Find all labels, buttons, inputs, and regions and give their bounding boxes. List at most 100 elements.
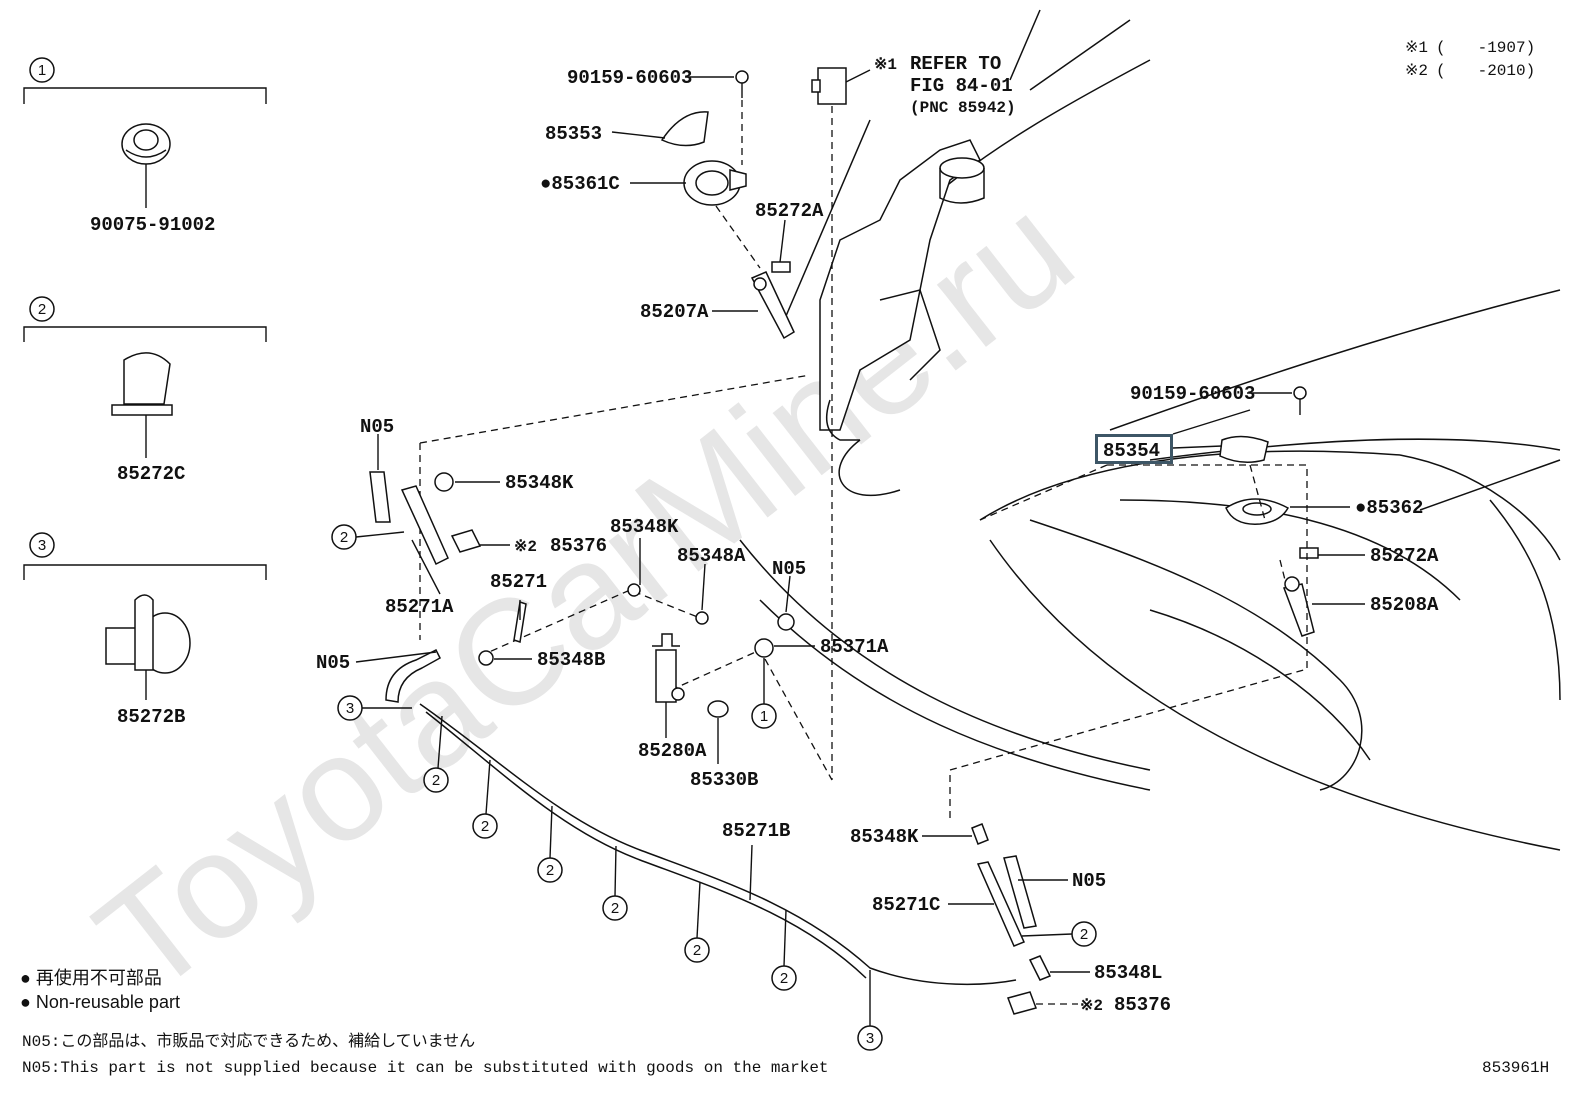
part-label-85348k-a: 85348K <box>505 472 574 494</box>
part-label-85348a: 85348A <box>677 545 746 567</box>
svg-text:2: 2 <box>38 301 46 318</box>
svg-text:( -2010): ( -2010) <box>1436 62 1535 80</box>
note-nonreusable-jp: ● 再使用不可部品 <box>20 968 162 988</box>
hose-n05-a-icon <box>369 471 449 566</box>
part-label-85272a-right: 85272A <box>1370 545 1439 567</box>
hose-85271c-icon <box>976 861 1026 947</box>
svg-text:2: 2 <box>611 900 619 917</box>
hose-85271b-icon <box>419 703 1017 986</box>
part-label-85348k-c: 85348K <box>850 826 919 848</box>
part-label-85362: ●85362 <box>1355 497 1423 519</box>
cap-85361c-icon <box>683 160 747 206</box>
callout-2: 2 <box>331 524 357 550</box>
highlighted-part-box[interactable] <box>1095 434 1173 464</box>
refer-line2: FIG 84-01 <box>910 75 1013 97</box>
date-notes: ※1 ( -1907) ※2 ( -2010) <box>1405 39 1535 80</box>
part-label-85280a: 85280A <box>638 740 707 762</box>
part-label-85353: 85353 <box>545 123 602 145</box>
svg-text:2: 2 <box>1080 926 1088 943</box>
watermark-text: ToyotaCarMine.ru <box>66 164 1102 1025</box>
part-label-90159-60603-right: 90159-60603 <box>1130 383 1255 405</box>
svg-text:2: 2 <box>481 818 489 835</box>
legend-group-1: 1 90075-91002 <box>23 57 267 236</box>
bolt-icon <box>735 70 749 98</box>
grommet-85330b-icon <box>707 700 729 718</box>
part-label-85271a: 85271A <box>385 596 454 618</box>
svg-text:1: 1 <box>38 62 46 79</box>
refer-line3: (PNC 85942) <box>910 99 1016 117</box>
svg-text:2: 2 <box>340 529 348 546</box>
joint-85348l-icon <box>1028 955 1052 981</box>
refer-mark: ※1 <box>874 56 897 74</box>
bracket-clamp-icon <box>105 594 191 674</box>
clip-icon <box>121 123 171 165</box>
figure-code: 853961H <box>1482 1059 1549 1077</box>
joint-85348k-a-icon <box>434 472 454 492</box>
clip-85376-b-icon <box>1007 991 1037 1015</box>
part-label-85208a: 85208A <box>1370 594 1439 616</box>
part-label-90159-60603-top: 90159-60603 <box>567 67 692 89</box>
part-label-85376-b-mark: ※2 <box>1080 997 1103 1015</box>
part-label-85376-b: 85376 <box>1114 994 1171 1016</box>
svg-text:1: 1 <box>760 708 768 725</box>
bracket-85272a-right-icon <box>1299 547 1319 559</box>
nozzle-85207a-icon <box>750 271 795 340</box>
note-n05-jp: N05:この部品は、市販品で対応できるため、補給していません <box>22 1032 475 1051</box>
part-label-85348b: 85348B <box>537 649 605 671</box>
part-label-85361c: ●85361C <box>540 173 620 195</box>
hose-clamp-callouts: 2 2 2 2 2 2 3 <box>423 715 883 1051</box>
grommet-85371a-icon <box>754 638 774 658</box>
joint-85348k-b-icon <box>627 583 641 597</box>
svg-text:2: 2 <box>693 942 701 959</box>
cover-85354-icon <box>1219 435 1269 463</box>
note-nonreusable-en: ● Non-reusable part <box>20 992 180 1012</box>
pump-85280a-icon <box>652 633 685 703</box>
hose-n05-c-icon <box>385 648 441 703</box>
joint-85348k-c-icon <box>971 823 989 845</box>
hose-n05-d-icon <box>1003 855 1037 929</box>
part-label-n05-d: N05 <box>1072 870 1106 892</box>
svg-text:2: 2 <box>780 970 788 987</box>
callout-3: 3 <box>337 695 363 721</box>
part-label-n05-b: N05 <box>772 558 806 580</box>
part-label-n05-c: N05 <box>316 652 350 674</box>
relay-connector-icon <box>811 67 847 105</box>
part-label-85271: 85271 <box>490 571 547 593</box>
svg-text:( -1907): ( -1907) <box>1436 39 1535 57</box>
svg-text:※1: ※1 <box>1405 39 1428 57</box>
svg-text:3: 3 <box>346 700 354 717</box>
part-label-85376-a-text: 85376 <box>550 535 607 557</box>
svg-text:2: 2 <box>432 772 440 789</box>
legend-group-3: 3 85272B <box>23 532 267 728</box>
part-label-85271b: 85271B <box>722 820 790 842</box>
nozzle-85208a-icon <box>1282 576 1315 637</box>
clip-85376-a-icon <box>450 529 482 553</box>
part-label-85371a: 85371A <box>820 636 889 658</box>
cap-85362-icon <box>1225 498 1290 525</box>
legend-part-label: 85272B <box>117 706 185 728</box>
refer-line1: REFER TO <box>910 53 1001 75</box>
cover-85353-icon <box>660 111 709 147</box>
plug-85348a-icon <box>695 611 709 625</box>
svg-text:2: 2 <box>546 862 554 879</box>
part-label-n05-a: N05 <box>360 416 394 438</box>
callout-1: 1 <box>751 703 777 729</box>
part-label-85207a: 85207A <box>640 301 709 323</box>
bracket-85272a-top-icon <box>771 261 791 273</box>
svg-text:3: 3 <box>38 537 46 554</box>
pipe-85271-icon <box>513 601 527 643</box>
svg-text:※2: ※2 <box>1405 62 1428 80</box>
legend-part-label: 85272C <box>117 463 185 485</box>
part-label-85348k-b: 85348K <box>610 516 679 538</box>
part-label-85348l: 85348L <box>1094 962 1162 984</box>
bolt-icon <box>1293 386 1307 415</box>
legend-group-2: 2 85272C <box>23 296 267 485</box>
part-label-85354: 85354 <box>1103 440 1160 462</box>
joint-85348b-icon <box>478 650 494 666</box>
legend-part-label: 90075-91002 <box>90 214 215 236</box>
svg-text:3: 3 <box>866 1030 874 1047</box>
washer-tank <box>819 139 985 441</box>
note-n05-en: N05:This part is not supplied because it… <box>22 1059 829 1077</box>
part-label-85330b: 85330B <box>690 769 758 791</box>
